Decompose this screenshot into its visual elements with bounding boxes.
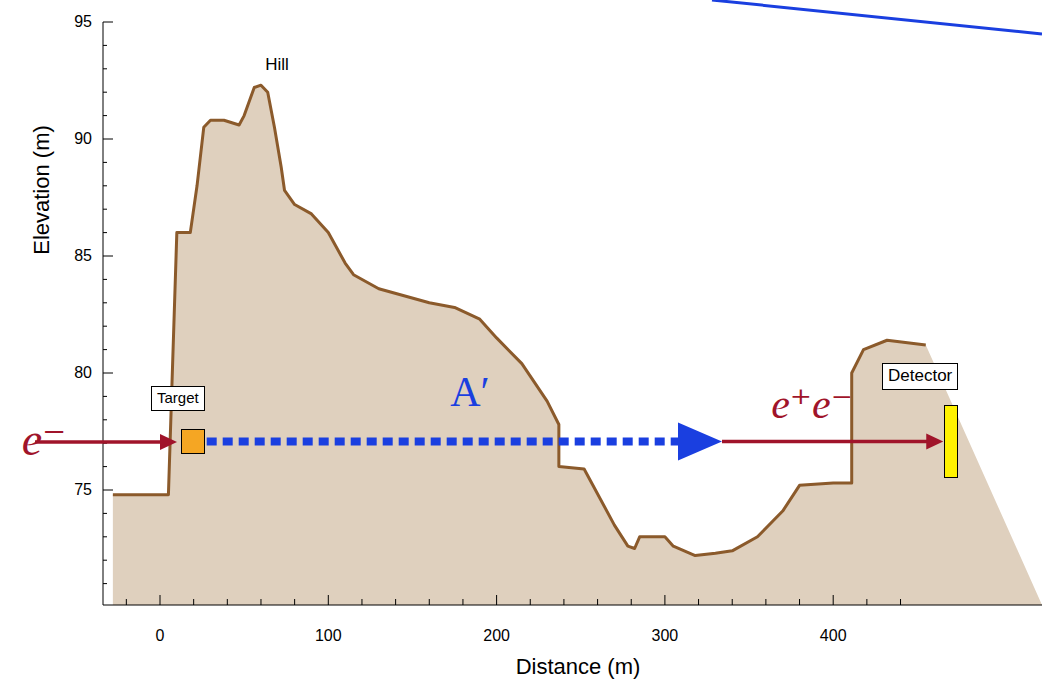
axis-tick-label: 80 <box>74 365 92 381</box>
node-label: Detector <box>882 363 958 390</box>
axis-tick-label: 200 <box>483 628 510 644</box>
axis-tick-label: 400 <box>820 628 847 644</box>
axis-tick-label: 90 <box>74 131 92 147</box>
terrain-fill <box>113 85 1042 605</box>
axis-title: Elevation (m) <box>31 125 53 255</box>
axis-title: Distance (m) <box>516 656 641 678</box>
axis-tick-label: 75 <box>74 482 92 498</box>
node-label: Target <box>151 386 205 411</box>
particle-path <box>207 423 944 461</box>
cut-off-line <box>712 0 1042 34</box>
axes <box>103 22 1042 605</box>
particle-label: e⁺e⁻ <box>771 383 853 425</box>
hill-label: Hill <box>265 56 289 73</box>
detector-bar <box>944 405 958 478</box>
particle-label: A′ <box>450 371 490 413</box>
axis-tick-label: 85 <box>74 248 92 264</box>
terrain-outline <box>113 85 926 555</box>
axis-tick-label: 300 <box>652 628 679 644</box>
particle-label: e⁻ <box>22 417 67 463</box>
axis-tick-label: 100 <box>315 628 342 644</box>
axis-tick-label: 95 <box>74 14 92 30</box>
target-node: Target <box>151 386 205 454</box>
target-block <box>181 429 205 454</box>
axis-tick-label: 0 <box>156 628 165 644</box>
detector-node: Detector <box>882 363 958 478</box>
